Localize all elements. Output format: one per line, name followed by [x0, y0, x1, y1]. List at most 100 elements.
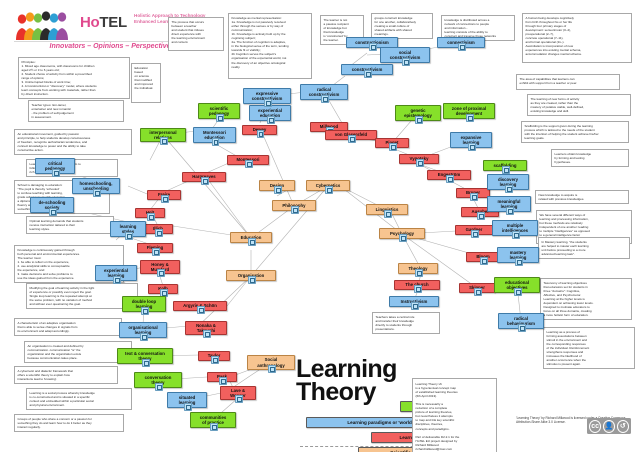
node-double-loop-learning[interactable]: double loop learning	[122, 296, 166, 315]
node-radical-constructivism[interactable]: radical constructivism	[300, 84, 348, 103]
node-critical-pedagogy[interactable]: critical pedagogy	[35, 158, 75, 177]
note-link-icon[interactable]	[184, 403, 192, 411]
node-illich[interactable]: Illich	[143, 224, 173, 237]
node-constructionism[interactable]: constructionism	[346, 37, 398, 51]
note-link-icon[interactable]	[161, 195, 169, 203]
node-pask[interactable]: Pask	[207, 372, 237, 385]
note-link-icon[interactable]	[157, 269, 165, 277]
note-link-icon[interactable]	[415, 116, 423, 124]
node-von-glasersfeld[interactable]: von Glasersfeld	[325, 130, 377, 143]
note-link-icon[interactable]	[141, 307, 149, 315]
node-text-conversation-theory[interactable]: text & conversation theory	[117, 348, 173, 367]
node-argyris-schon[interactable]: Argyris & Schön	[173, 301, 227, 314]
node-linguistics[interactable]: Linguistics	[366, 204, 408, 218]
node-bloom[interactable]: Bloom	[466, 252, 500, 265]
note-link-icon[interactable]	[160, 137, 168, 145]
note-link-icon[interactable]	[514, 288, 522, 296]
note-link-icon[interactable]	[515, 258, 523, 266]
note-link-icon[interactable]	[235, 395, 243, 403]
node-freire[interactable]: Freire	[147, 190, 181, 203]
note-link-icon[interactable]	[49, 208, 57, 216]
note-link-icon[interactable]	[468, 143, 476, 151]
node-mastery-learning[interactable]: mastery learning	[497, 247, 539, 266]
node-gardner[interactable]: Gardner	[455, 225, 493, 238]
note-link-icon[interactable]	[480, 257, 488, 265]
note-link-icon[interactable]	[155, 229, 163, 237]
note-link-icon[interactable]	[267, 116, 275, 124]
note-link-icon[interactable]	[125, 232, 133, 240]
node-expansive-learning[interactable]: expansive learning	[450, 132, 492, 151]
node-honey-mumford[interactable]: Honey & Mumford	[140, 260, 180, 277]
node-nonaka-takeuchi[interactable]: Nonaka & Takeuchi	[185, 321, 227, 338]
note-link-icon[interactable]	[399, 234, 407, 242]
note-link-icon[interactable]	[245, 160, 253, 168]
node-connectivism[interactable]: connectivism	[437, 37, 485, 51]
note-link-icon[interactable]	[411, 302, 419, 310]
node-situated-learning[interactable]: situated learning	[167, 392, 207, 411]
note-link-icon[interactable]	[211, 356, 219, 364]
node-design[interactable]: Design	[259, 180, 295, 194]
node-multiple-intelligences[interactable]: multiple intelligences	[492, 220, 538, 239]
note-link-icon[interactable]	[93, 189, 101, 197]
note-link-icon[interactable]	[274, 186, 282, 194]
node-learning-styles[interactable]: learning styles	[110, 221, 146, 240]
node-constructivism[interactable]: constructivism	[341, 64, 393, 78]
node-zone-of-proximal-development[interactable]: zone of proximal development	[443, 103, 495, 122]
node-scientific-pedagogy[interactable]: scientific pedagogy	[198, 103, 240, 122]
note-link-icon[interactable]	[152, 248, 160, 256]
node-genetic-epistemology[interactable]: genetic epistemology	[395, 105, 441, 124]
note-link-icon[interactable]	[210, 423, 218, 431]
node-homeschooling-unschooling[interactable]: homeschooling, unschooling	[72, 178, 120, 197]
node-piaget[interactable]: Piaget	[375, 138, 409, 151]
note-link-icon[interactable]	[470, 193, 478, 201]
note-link-icon[interactable]	[219, 377, 227, 385]
node-ausubel[interactable]: Ausubel	[461, 207, 499, 220]
node-scaffolding[interactable]: scaffolding	[483, 160, 527, 174]
node-engestrom[interactable]: Engeström	[427, 170, 471, 183]
node-vygotsky[interactable]: Vygotsky	[399, 154, 439, 167]
note-link-icon[interactable]	[197, 306, 205, 314]
node-love-wenger[interactable]: Lave & Wenger	[220, 386, 256, 403]
node-organisation[interactable]: Organisation	[226, 270, 276, 284]
note-link-icon[interactable]	[505, 185, 513, 193]
note-link-icon[interactable]	[348, 135, 356, 143]
note-link-icon[interactable]	[364, 70, 372, 78]
note-link-icon[interactable]	[518, 324, 526, 332]
node-hargreaves[interactable]: Hargreaves	[182, 172, 226, 185]
note-link-icon[interactable]	[256, 130, 265, 138]
note-link-icon[interactable]	[369, 43, 377, 51]
node-the-church[interactable]: The church	[394, 280, 440, 293]
note-link-icon[interactable]	[325, 186, 333, 194]
node-cybernetics[interactable]: Cybernetics	[306, 180, 350, 194]
note-link-icon[interactable]	[248, 238, 256, 246]
note-link-icon[interactable]	[147, 213, 155, 221]
node-experiential-learning[interactable]: experiential learning	[95, 265, 137, 284]
node-montessori[interactable]: Montessori	[227, 155, 269, 168]
node-organisational-learning[interactable]: organisational learning	[119, 322, 167, 341]
note-link-icon[interactable]	[155, 383, 163, 391]
note-link-icon[interactable]	[203, 330, 211, 338]
node-interpersonal-relations[interactable]: interpersonal relations	[140, 128, 186, 145]
node-de-schooling-society[interactable]: de-schooling society	[30, 197, 74, 216]
node-social-constructivism[interactable]: social constructivism	[380, 47, 430, 66]
node-education[interactable]: Education	[230, 232, 272, 246]
note-link-icon[interactable]	[471, 230, 479, 238]
note-link-icon[interactable]	[474, 288, 482, 296]
node-social-anthropology[interactable]: Social anthropology	[247, 355, 295, 373]
node-radical-behaviourism[interactable]: radical behaviourism	[498, 313, 544, 332]
node-skinner[interactable]: Skinner	[459, 283, 495, 296]
node-holt[interactable]: Holt	[135, 208, 165, 221]
node-bruner[interactable]: Bruner	[456, 188, 490, 201]
note-link-icon[interactable]	[264, 99, 272, 107]
note-link-icon[interactable]	[142, 359, 150, 367]
node-dewey[interactable]: Dewey	[242, 125, 277, 138]
node-montessori-education[interactable]: Montessori education	[193, 127, 236, 146]
node-fleming[interactable]: Fleming	[137, 243, 173, 256]
note-link-icon[interactable]	[458, 43, 466, 51]
note-link-icon[interactable]	[321, 95, 329, 103]
note-link-icon[interactable]	[52, 169, 60, 177]
note-link-icon[interactable]	[402, 58, 410, 66]
node-communities-of-practice[interactable]: communities of practice	[190, 412, 236, 431]
note-link-icon[interactable]	[140, 333, 148, 341]
note-link-icon[interactable]	[389, 143, 397, 151]
